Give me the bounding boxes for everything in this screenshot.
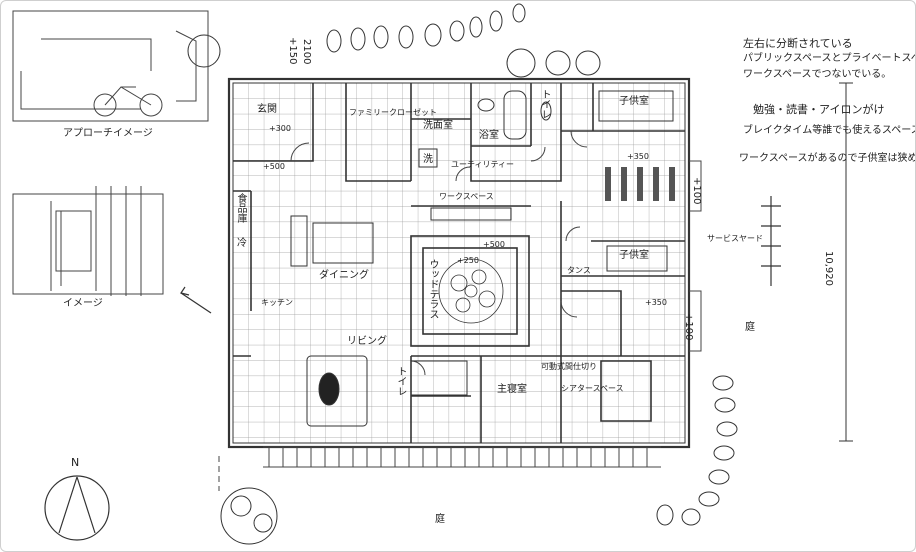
room-master: 主寝室 <box>497 384 527 395</box>
note-line-5: ブレイクタイム等誰でも使えるスペース。 <box>743 125 916 136</box>
garden-right-label: 庭 <box>745 322 755 333</box>
deck-fence <box>263 446 661 468</box>
study-desks <box>605 167 675 201</box>
dim-250: +250 <box>457 256 479 265</box>
dim-300: +300 <box>269 124 291 133</box>
room-senmen: 洗面室 <box>423 120 453 131</box>
dim-350-b: +350 <box>645 298 667 307</box>
room-living: リビング <box>347 336 387 347</box>
note-line-4: 勉強・読書・アイロンがけ <box>753 103 885 116</box>
dim-2100: 2100 <box>301 39 312 65</box>
room-kitchen: キッチン <box>261 298 293 307</box>
note-line-3: ワークスペースでつないでいる。 <box>743 69 892 80</box>
service-yard-label: サービスヤード <box>707 234 763 243</box>
room-child-2: 子供室 <box>619 250 649 261</box>
room-terrace: ウッドテラス <box>427 259 438 319</box>
approach-image-sketch <box>12 10 209 122</box>
fridge-label: 冷 <box>237 238 247 249</box>
partition-label: 可動式間仕切り <box>541 362 597 371</box>
interior-image-caption: イメージ <box>63 298 103 309</box>
dim-100-a: +100 <box>691 177 702 205</box>
dim-150: +150 <box>287 37 298 65</box>
note-line-2: パブリックスペースとプライベートスペースを <box>743 53 915 64</box>
clothes-pole <box>761 196 781 286</box>
room-genkan: 玄関 <box>257 104 277 115</box>
room-yokushitsu: 浴室 <box>479 130 499 141</box>
dimension-line <box>839 82 853 442</box>
shrubs <box>187 34 601 545</box>
north-label: N <box>71 456 80 469</box>
room-utility: ユーティリティー <box>451 160 515 169</box>
fixtures <box>290 90 674 427</box>
dim-100-b: +100 <box>683 313 694 341</box>
stepping-stones-right <box>656 375 738 526</box>
compass <box>44 475 110 541</box>
room-child-1: 子供室 <box>619 96 649 107</box>
garden-bottom-label: 庭 <box>435 514 445 525</box>
dim-500-a: +500 <box>263 162 285 171</box>
stepping-stones-top <box>326 3 526 53</box>
terrace-tree <box>438 258 504 324</box>
deck-posts <box>268 447 648 467</box>
room-theater: シアタースペース <box>561 384 624 393</box>
inner-walls <box>233 83 685 443</box>
dim-350-a: +350 <box>627 152 649 161</box>
room-workspace: ワークスペース <box>439 192 494 201</box>
dim-500-b: +500 <box>483 240 505 249</box>
room-dining: ダイニング <box>319 270 369 281</box>
interior-image-sketch <box>12 186 164 296</box>
overall-dimension: 10,920 <box>823 251 834 286</box>
note-line-6: ワークスペースがあるので子供室は狭め。 <box>739 153 916 164</box>
washer-label: 洗 <box>423 154 433 165</box>
room-shokuhin: 食品庫 <box>235 193 246 223</box>
room-family-closet: ファミリークローゼット <box>349 108 437 117</box>
room-toilet-2: トイレ <box>395 366 406 396</box>
approach-image-caption: アプローチイメージ <box>63 128 153 139</box>
note-line-1: 左右に分断されている <box>743 37 853 50</box>
service-yard <box>689 160 702 352</box>
room-toilet-1: トイレ <box>539 89 550 119</box>
image-arrow <box>180 292 212 314</box>
room-tansu: タンス <box>567 266 591 275</box>
